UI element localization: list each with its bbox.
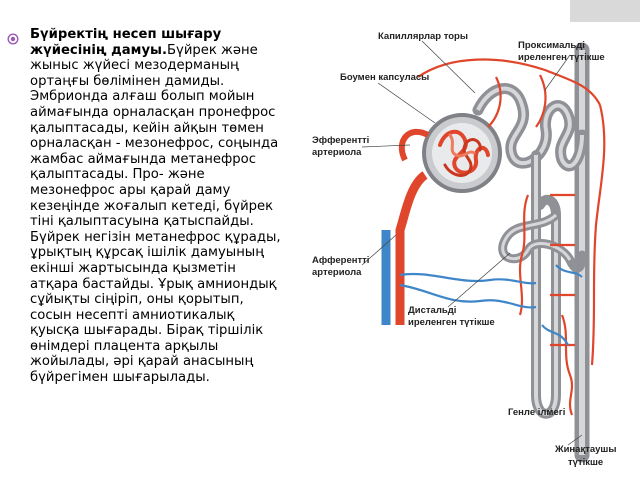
label-efferent-2: артериола	[312, 147, 362, 158]
label-distal-2: иреленген түтікше	[408, 317, 495, 328]
label-afferent: Афферентті	[312, 255, 369, 266]
label-afferent-2: артериола	[312, 267, 362, 278]
text-body: Бүйрек және жыныс жүйесі мезодерманың ор…	[30, 42, 281, 386]
label-efferent: Эфферентті	[312, 135, 369, 146]
label-proximal: Проксимальді	[518, 40, 585, 51]
label-capillary: Капиллярлар торы	[378, 31, 468, 42]
text-heading: Бүйректің несеп шығару жүйесінің дамуы.	[30, 27, 222, 58]
afferent-arteriole	[395, 171, 428, 325]
label-collecting: Жинақтаушы	[554, 444, 616, 455]
label-proximal-2: иреленген түтікше	[518, 52, 605, 63]
capillary-network	[417, 58, 606, 416]
label-distal: Дистальді	[408, 305, 456, 316]
efferent-arteriole	[398, 128, 430, 162]
nephron-diagram: Капиллярлар торы Проксимальді иреленген …	[312, 31, 616, 468]
label-collecting-2: түтікше	[568, 457, 603, 468]
label-bowman: Боумен капсуласы	[340, 72, 429, 83]
venous-network	[384, 264, 583, 346]
label-henle: Генле ілмегі	[508, 407, 565, 418]
top-gray-box	[570, 0, 640, 22]
glomerulus	[438, 129, 490, 177]
text-block: Бүйректің несеп шығару жүйесінің дамуы.Б…	[30, 27, 288, 386]
bullet-icon	[7, 33, 19, 45]
henle-loop	[531, 150, 561, 419]
